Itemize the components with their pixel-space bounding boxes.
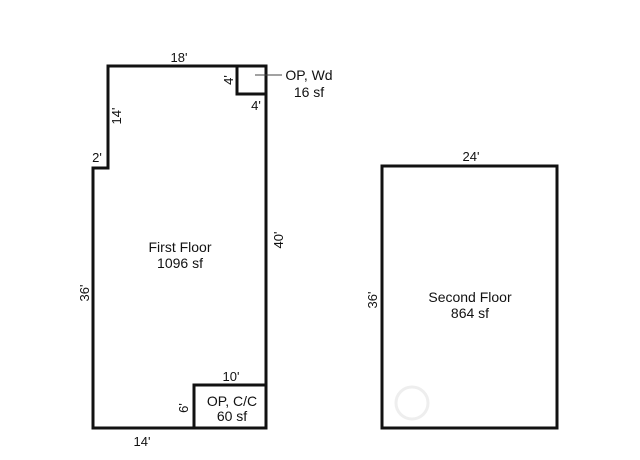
first-floor-area: 1096 sf (157, 255, 203, 271)
porch-wood-bottom-dim: 4' (251, 98, 261, 113)
first-floor-upper-left-dim: 14' (109, 108, 124, 125)
porch-wood: 4' 4' OP, Wd 16 sf (221, 64, 333, 113)
first-floor-name: First Floor (149, 239, 212, 255)
first-floor: 18' 14' 2' 36' 40' 14' First Floor 1096 … (77, 50, 286, 449)
porch-wood-area: 16 sf (294, 84, 324, 100)
first-floor-bottom-dim: 14' (134, 434, 151, 449)
first-floor-lower-left-dim: 36' (77, 285, 92, 302)
porch-wood-name: OP, Wd (285, 67, 332, 83)
porch-wood-outline (235, 64, 268, 96)
porch-concrete: 10' 6' OP, C/C 60 sf (176, 369, 268, 430)
second-floor-outline (380, 164, 559, 430)
first-floor-top-dim: 18' (171, 50, 188, 65)
porch-concrete-top-dim: 10' (223, 369, 240, 384)
porch-concrete-outline (192, 383, 268, 430)
porch-concrete-area: 60 sf (217, 408, 247, 424)
watermark (394, 385, 430, 421)
porch-wood-side-dim: 4' (221, 75, 236, 85)
second-floor: 24' 36' Second Floor 864 sf (365, 149, 559, 430)
second-floor-area: 864 sf (451, 305, 489, 321)
first-floor-step-dim: 2' (92, 150, 102, 165)
second-floor-left-dim: 36' (365, 292, 380, 309)
second-floor-top-dim: 24' (463, 149, 480, 164)
second-floor-name: Second Floor (428, 289, 512, 305)
first-floor-right-dim: 40' (271, 232, 286, 249)
porch-concrete-name: OP, C/C (207, 393, 257, 409)
porch-concrete-side-dim: 6' (176, 403, 191, 413)
